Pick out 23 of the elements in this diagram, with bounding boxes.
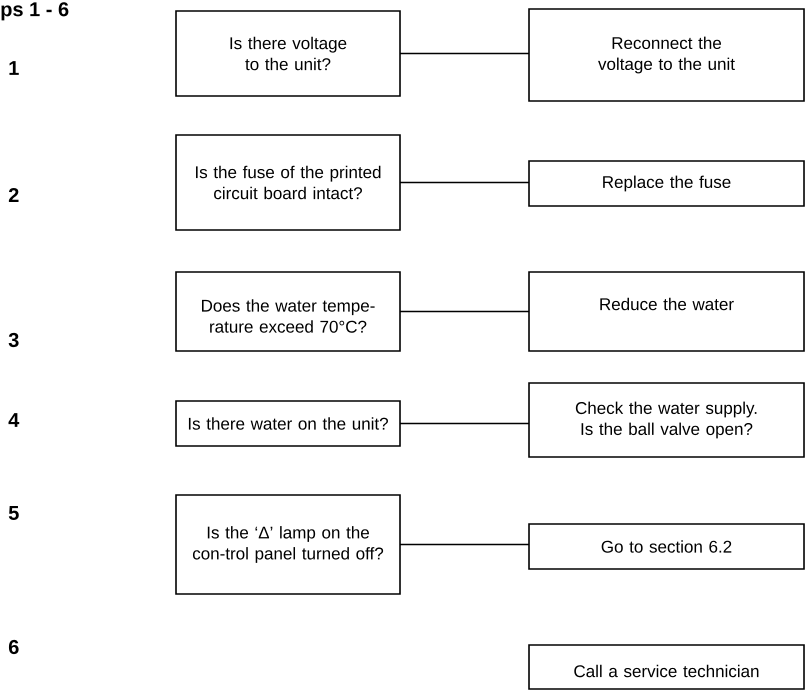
connector-line (400, 310, 529, 312)
step-number: 4 (8, 413, 20, 427)
step-number: 5 (8, 506, 19, 520)
flow-box: Is the ‘Δ’ lamp on the con-trol panel turned off? (175, 494, 401, 595)
flow-box: Does the water tempe-rature exceed 70°C? (175, 271, 401, 352)
heading: ps 1 - 6 (2, 2, 68, 20)
step-number: 1 (9, 61, 19, 75)
flow-box: Go to section 6.2 (528, 523, 805, 570)
flow-box: Is there voltage to the unit? (175, 10, 401, 97)
flow-box: Call a service technician (528, 644, 805, 690)
connector-line (400, 544, 529, 546)
connector-line (400, 52, 529, 54)
step-number: 3 (8, 332, 19, 348)
flow-box: Replace the fuse (528, 160, 805, 207)
flow-box: Check the water supply. Is the ball valve open? (528, 382, 805, 458)
connector-line (400, 182, 529, 184)
step-number: 6 (8, 640, 19, 654)
flow-box: Is there water on the unit? (175, 400, 401, 447)
flow-box: Reconnect the voltage to the unit (528, 8, 805, 102)
connector-line (400, 422, 529, 424)
flow-box: Is the fuse of the printed circuit board intact? (175, 134, 401, 231)
step-number: 2 (8, 188, 19, 202)
flow-box: Reduce the water (528, 271, 805, 352)
